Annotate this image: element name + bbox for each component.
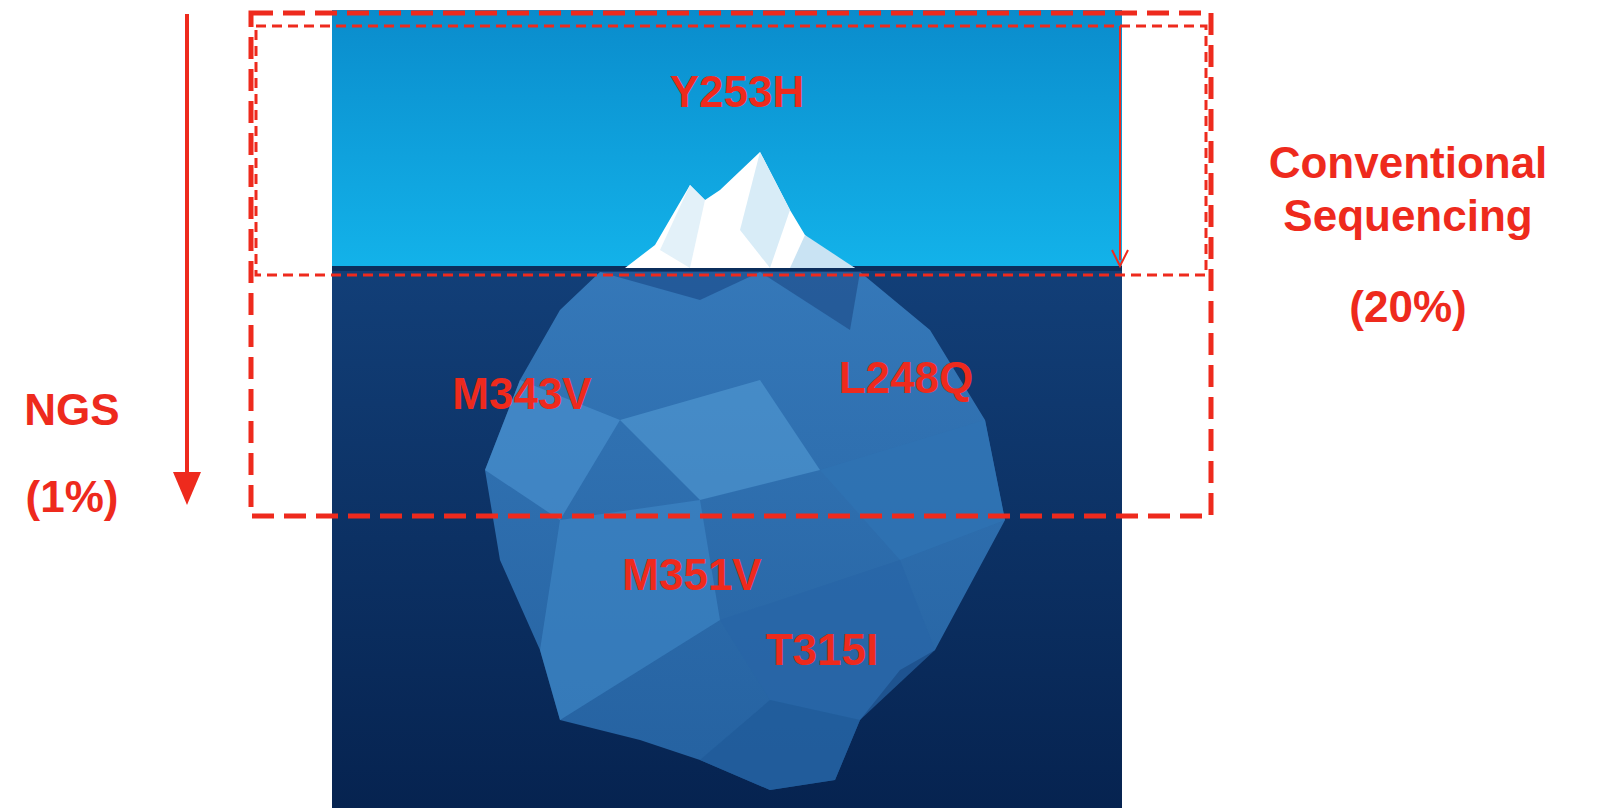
sensitivity-label: (1%) (26, 471, 119, 524)
ngs-range-box (251, 13, 1211, 516)
method-label: Conventional Sequencing (1228, 137, 1588, 243)
conventional-arrow (1119, 26, 1121, 260)
mutation-label: L248Q (839, 352, 974, 405)
conventional-range-box (256, 26, 1206, 275)
method-label: NGS (24, 384, 119, 437)
ngs-arrow (185, 14, 189, 480)
mutation-label: T315I (766, 624, 879, 677)
mutation-label: M343V (452, 368, 591, 421)
sensitivity-label: (20%) (1349, 281, 1466, 334)
mutation-label: Y253H (670, 66, 805, 119)
mutation-label: M351V (622, 549, 761, 602)
